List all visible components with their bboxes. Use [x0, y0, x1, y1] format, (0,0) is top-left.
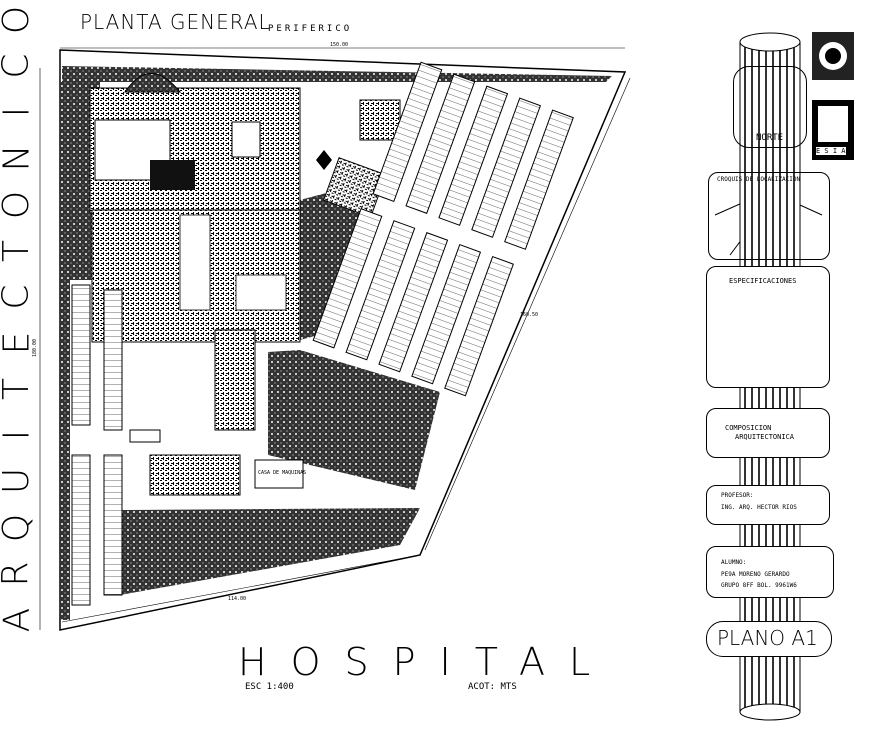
vertical-title-letter: T	[0, 378, 37, 401]
location-title: CROQUIS DE LOCALIZACION	[717, 176, 801, 183]
units-label: ACOT: MTS	[468, 682, 517, 692]
service-buildings	[129, 429, 304, 496]
composition-panel: COMPOSICION ARQUITECTONICA	[706, 408, 830, 458]
dimension-lines	[39, 47, 631, 630]
vertical-title-letter: A	[0, 607, 37, 633]
plan-number: PLANO A1	[717, 626, 818, 650]
specs-title: ESPECIFICACIONES	[729, 277, 797, 285]
road-label: PERIFERICO	[268, 24, 353, 34]
vertical-title-letter: Q	[0, 513, 37, 542]
vertical-title-letter: U	[0, 468, 37, 495]
sheet-title: PLANTA GENERAL	[80, 10, 271, 34]
vertical-title-letter: C	[0, 284, 37, 310]
garden-south	[120, 508, 420, 595]
service-building-label: CASA DE MAQUINAS	[258, 470, 307, 476]
composition-line1: COMPOSICION	[725, 424, 772, 432]
vertical-title-letter: O	[0, 190, 37, 219]
dimension-right: 160.50	[520, 312, 539, 318]
dimension-top: 150.00	[330, 42, 349, 48]
composition-line2: ARQUITECTONICA	[735, 433, 795, 441]
student-group: GRUPO 8FF BOL. 9961W6	[721, 582, 797, 589]
student-name: PE9A MORENO GERARDO	[721, 571, 790, 578]
professor-panel: PROFESOR: ING. ARQ. HECTOR RIOS	[706, 485, 830, 525]
specs-panel: ESPECIFICACIONES	[706, 266, 830, 388]
vertical-title-letter: T	[0, 239, 37, 262]
vertical-title-letter: N	[0, 144, 37, 172]
location-panel: CROQUIS DE LOCALIZACION	[708, 172, 830, 260]
building-name: HOSPITAL	[238, 640, 615, 684]
vertical-title-letter: O	[0, 5, 37, 35]
vertical-title-letter: I	[0, 429, 37, 441]
dimension-bottom: 114.00	[228, 596, 247, 602]
north-label: NORTE	[756, 133, 784, 143]
parking-area	[71, 61, 574, 606]
vertical-title-letter: E	[0, 331, 37, 355]
vertical-title-letter: C	[0, 53, 37, 79]
vertical-title-letter: I	[0, 106, 37, 118]
professor-label: PROFESOR:	[721, 492, 754, 499]
hospital-building	[89, 73, 401, 431]
institution-logos	[812, 32, 854, 160]
student-label: ALUMNO:	[721, 559, 747, 566]
north-panel: NORTE	[733, 66, 807, 148]
vertical-title-letter: R	[0, 561, 37, 587]
professor-name: ING. ARQ. HECTOR RIOS	[721, 504, 797, 511]
plan-number-panel: PLANO A1	[706, 621, 832, 657]
garden-area	[268, 350, 440, 490]
student-panel: ALUMNO: PE9A MORENO GERARDO GRUPO 8FF BO…	[706, 546, 834, 598]
logo-label: E S I A	[816, 147, 846, 155]
scale-label: ESC 1:400	[245, 682, 294, 692]
